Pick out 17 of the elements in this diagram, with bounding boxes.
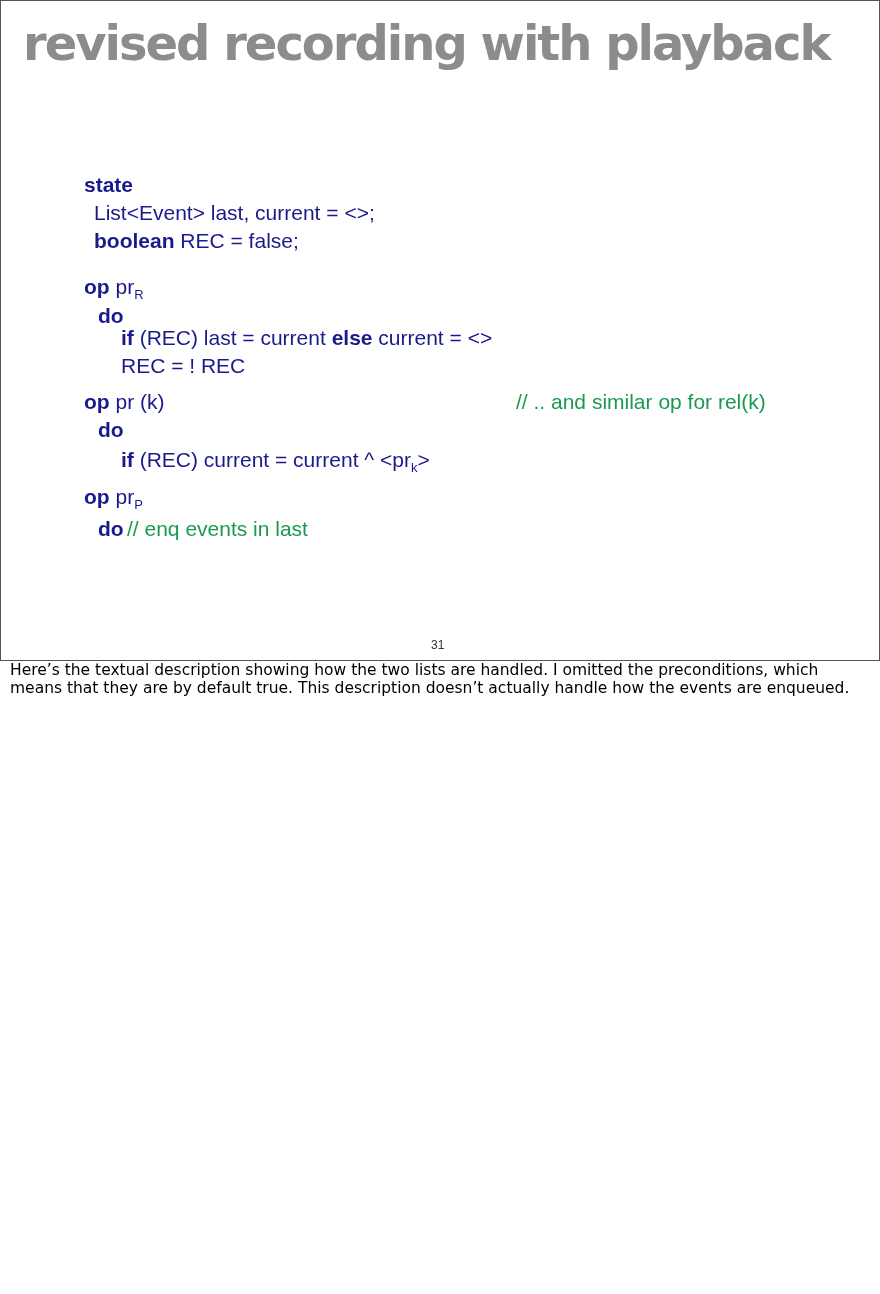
code-line: if (REC) current = current ^ <pr$_{k}$> (121, 447, 430, 478)
code-comment: // enq events in last (127, 516, 308, 542)
code-line: List<Event> last, current = <>; (94, 200, 375, 226)
code-line: op pr$_{R}$ (84, 274, 144, 305)
code-keyword: do (98, 417, 124, 443)
code-keyword: do (98, 303, 124, 329)
slide-title: revised recording with playback (23, 15, 830, 71)
code-line: boolean REC = false; (94, 228, 299, 254)
code-keyword: do (98, 516, 124, 542)
page-number: 31 (431, 637, 445, 654)
code-comment: // .. and similar op for rel(k) (516, 389, 766, 415)
code-line: REC = ! REC (121, 353, 246, 379)
code-line: op pr$_{P}$ (84, 484, 143, 515)
caption-text: Here’s the textual description showing how the two lists are handled. I omitted the preconditions, which means that they are by default true. This description doesn’t actually handle how the events are enqueued. (10, 661, 851, 697)
code-line: if (REC) last = current else current = <> (121, 325, 493, 351)
code-line: op pr (k) (84, 389, 165, 415)
code-keyword: state (84, 172, 134, 198)
